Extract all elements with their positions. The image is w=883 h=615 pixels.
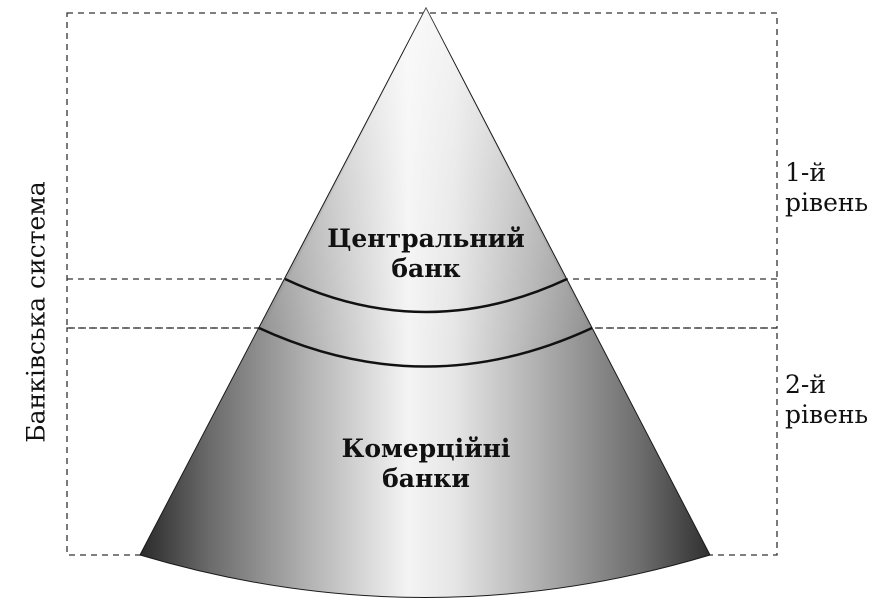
- central-bank-label-line1: Центральний: [327, 224, 525, 253]
- central-bank-label: Центральний банк: [276, 224, 576, 284]
- level-1-label: 1-й рівень: [785, 158, 868, 218]
- level-2-label-line2: рівень: [785, 400, 869, 429]
- level-1-label-line1: 1-й: [785, 158, 827, 187]
- banking-system-label: Банківська система: [21, 181, 51, 443]
- cone-highlight: [262, 8, 590, 355]
- commercial-banks-label-line1: Комерційні: [341, 434, 511, 463]
- commercial-banks-label: Комерційні банки: [276, 434, 576, 494]
- commercial-banks-boundary: [258, 326, 593, 368]
- central-bank-boundary: [284, 277, 568, 314]
- level-2-label: 2-й рівень: [785, 370, 868, 430]
- central-bank-label-line2: банк: [391, 254, 461, 283]
- level-2-label-line1: 2-й: [785, 370, 827, 399]
- commercial-banks-label-line2: банки: [382, 464, 470, 493]
- level-1-label-line2: рівень: [785, 188, 869, 217]
